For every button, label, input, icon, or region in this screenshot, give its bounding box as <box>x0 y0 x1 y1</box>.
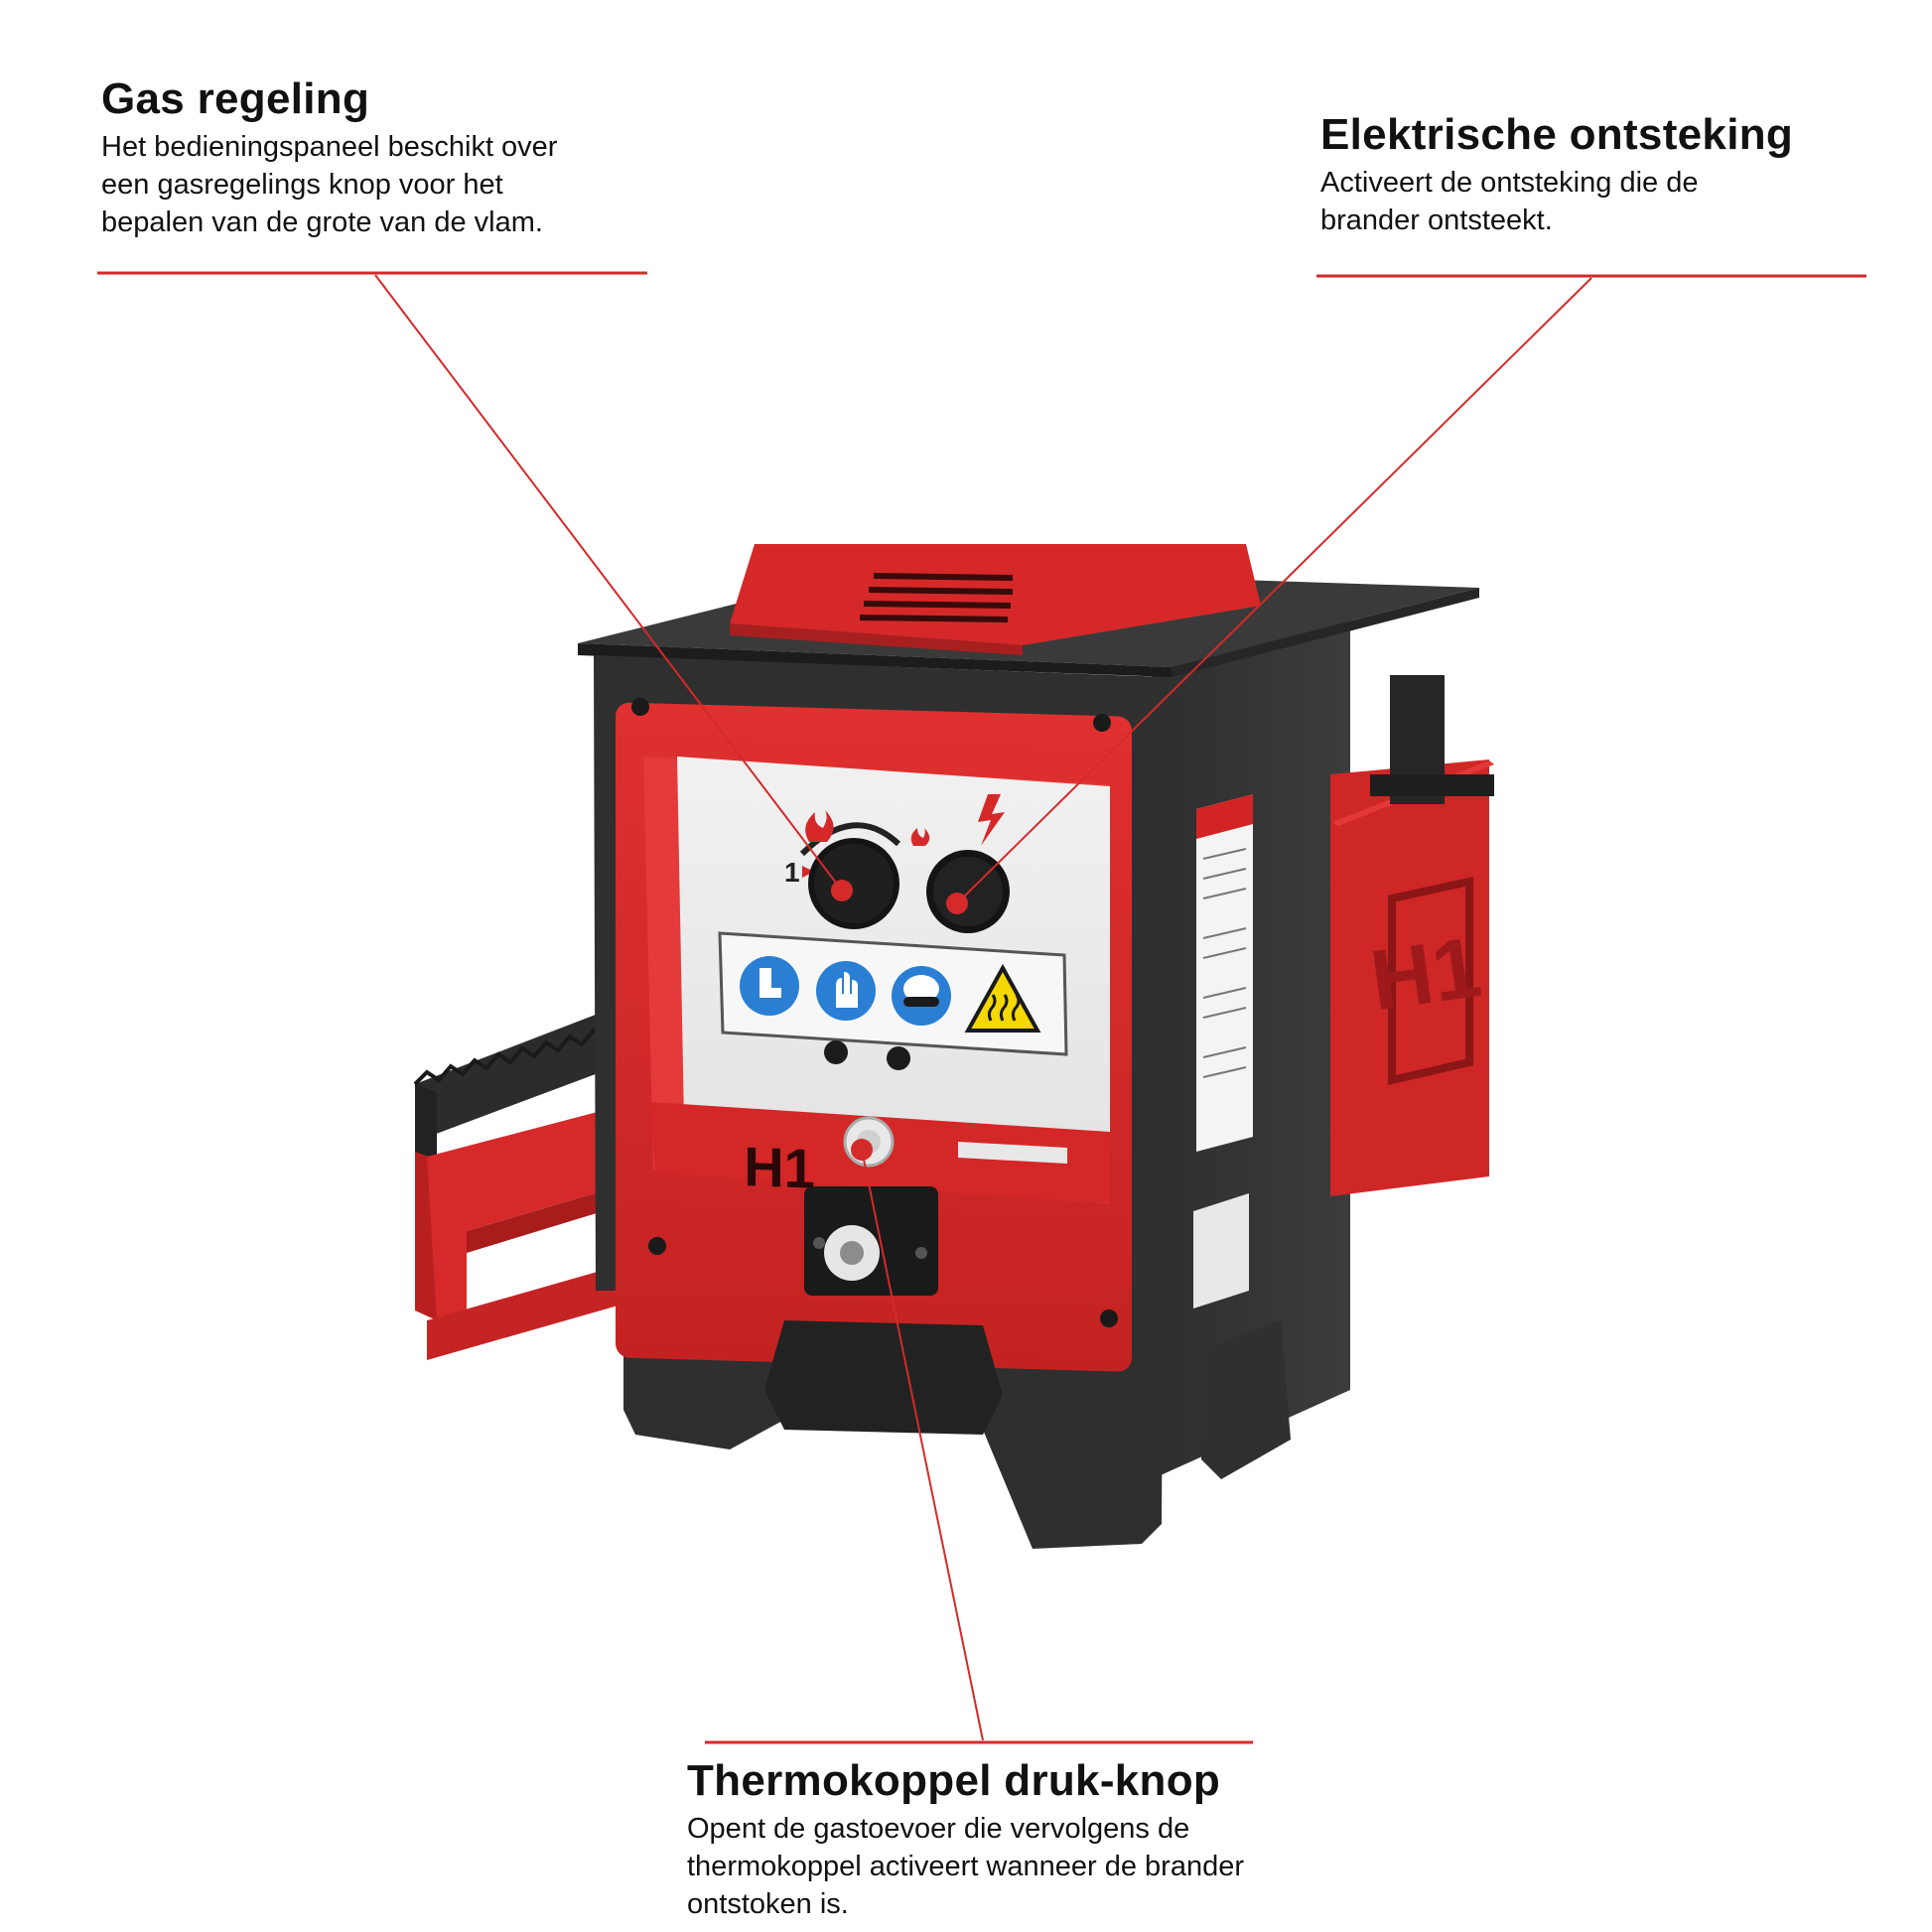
callout-gas-line-3: bepalen van de grote van de vlam. <box>101 206 543 238</box>
side-tray <box>413 1013 635 1360</box>
elek-leader-line <box>956 277 1592 904</box>
brand-sticker <box>958 1142 1067 1164</box>
indicator-hole-right <box>887 1046 910 1070</box>
front-panel-logo: H1 <box>744 1135 815 1199</box>
callout-thermo-description: Opent de gastoevoer die vervolgens de th… <box>687 1811 1322 1923</box>
callout-thermokoppel: Thermokoppel druk-knop Opent de gastoevo… <box>687 1756 1322 1923</box>
callout-gas-line-1: Het bedieningspaneel beschikt over <box>101 131 558 164</box>
callout-thermo-line-1: Opent de gastoevoer die vervolgens de <box>687 1813 1190 1846</box>
panel-controls: 1 H1 <box>650 794 1110 1296</box>
callout-thermo-title: Thermokoppel druk-knop <box>687 1756 1221 1805</box>
hood-vent-slots <box>859 573 1014 622</box>
flame-small-icon <box>910 828 930 846</box>
panel-screws <box>631 698 1118 1327</box>
lightning-icon <box>978 794 1005 846</box>
side-door <box>1330 759 1489 1196</box>
callout-elek-line-2: brander ontsteekt. <box>1320 205 1553 237</box>
boots-icon <box>740 956 799 1016</box>
thermo-leader-line <box>861 1149 984 1741</box>
flame-icon <box>805 810 834 842</box>
gas-leader-dot <box>831 880 853 901</box>
callout-thermo-line-2: thermokoppel activeert wanneer de brande… <box>687 1851 1244 1883</box>
callout-elek-line-1: Activeert de ontsteking die de <box>1320 167 1699 200</box>
goggles-icon <box>892 966 951 1026</box>
gloves-icon <box>816 961 876 1021</box>
callout-gas-regeling: Gas regeling Het bedieningspaneel beschi… <box>101 74 657 241</box>
side-warning-label <box>1196 794 1253 1152</box>
side-door-logo: H1 <box>1365 919 1486 1029</box>
callout-gas-line-2: een gasregelings knop voor het <box>101 169 503 202</box>
callout-elektrische-ontsteking: Elektrische ontsteking Activeert de onts… <box>1320 110 1906 240</box>
callout-elek-description: Activeert de ontsteking die de brander o… <box>1320 165 1906 239</box>
drop-flame-icon <box>904 1140 919 1160</box>
callout-gas-title: Gas regeling <box>101 74 370 123</box>
indicator-hole-left <box>824 1040 848 1064</box>
hot-surface-warning-icon <box>964 963 1041 1033</box>
gas-scale-arc <box>799 822 901 857</box>
gas-leader-line <box>374 274 843 892</box>
callout-leaders <box>97 271 1866 1744</box>
callout-elek-title: Elektrische ontsteking <box>1320 110 1794 159</box>
type-plate <box>1193 1193 1249 1309</box>
gas-knob-min-label: 1 <box>784 857 800 888</box>
leader-endpoints <box>831 880 968 1161</box>
thermo-leader-dot <box>851 1139 873 1161</box>
callout-thermo-line-3: ontstoken is. <box>687 1887 849 1920</box>
elek-leader-dot <box>946 893 968 914</box>
callout-gas-description: Het bedieningspaneel beschikt over een g… <box>101 129 657 241</box>
